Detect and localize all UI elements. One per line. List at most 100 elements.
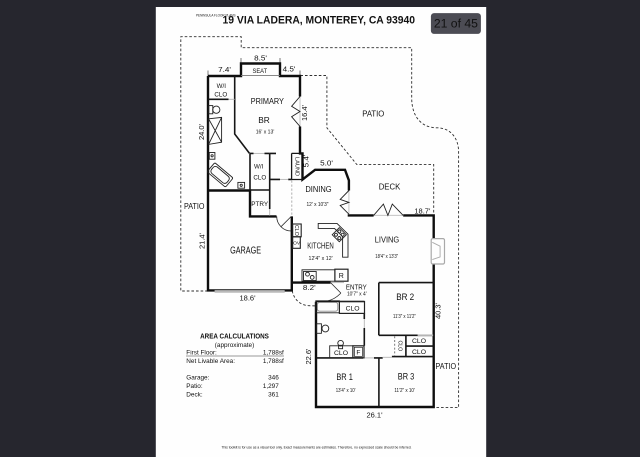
wall-clo2-ptry bbox=[249, 152, 271, 209]
room-entry: ENTRY bbox=[346, 284, 367, 291]
room-br1: BR 1 bbox=[336, 371, 353, 382]
area-row-label-3: Patio: bbox=[186, 383, 203, 390]
area-row-value-4: 361 bbox=[268, 392, 279, 399]
room-furnace: F bbox=[356, 350, 360, 357]
stove-box bbox=[331, 226, 348, 243]
burner4 bbox=[337, 236, 342, 241]
toilet1-bowl bbox=[212, 105, 221, 114]
fireplace-box bbox=[430, 238, 446, 265]
dim-top-left: 7.4' bbox=[218, 67, 231, 74]
dim-br1-w: 22.6' bbox=[306, 349, 313, 365]
burner2 bbox=[340, 232, 345, 237]
room-clo-kitchen: CLO bbox=[293, 225, 299, 236]
sink-bowl1 bbox=[305, 271, 310, 277]
room-br1-dim: 13'4" x 10' bbox=[336, 388, 356, 394]
room-br3-dim: 11'2" x 10' bbox=[394, 388, 415, 394]
dim-top-right: 4.5' bbox=[283, 66, 296, 73]
room-kitchen-dim: 12'4" x 12' bbox=[309, 256, 333, 262]
sink-bowl2 bbox=[309, 275, 315, 280]
entry-clo-box bbox=[338, 300, 366, 314]
window-primary bbox=[290, 96, 301, 127]
wall-bath-e bbox=[233, 76, 251, 154]
wall-laundry bbox=[290, 152, 303, 181]
room-entry-dim: 10'7" x 4' bbox=[347, 292, 367, 298]
room-clo-hall-vert: CLO bbox=[397, 340, 403, 351]
room-deck: DECK bbox=[379, 182, 401, 192]
room-labels: SEAT W/I CLO PRIMARY BR 16' x 13' PATIO … bbox=[184, 68, 456, 394]
room-living: LIVING bbox=[375, 234, 400, 244]
dim-seat: 8.5' bbox=[254, 56, 267, 63]
tub1 bbox=[207, 162, 233, 188]
window-dining bbox=[339, 190, 351, 215]
window-living bbox=[373, 203, 404, 217]
room-wi-clo1-l2: CLO bbox=[214, 92, 227, 99]
fixtures bbox=[207, 105, 446, 359]
dimension-labels: 8.5' 7.4' 4.5' 16.4' 24.0' 5.4' 5.0' 18.… bbox=[199, 56, 442, 420]
room-patio-left: PATIO bbox=[184, 202, 205, 211]
room-dining-dim: 12' x 10'3" bbox=[307, 202, 329, 208]
room-patio-top: PATIO bbox=[362, 109, 384, 118]
windows bbox=[290, 96, 404, 217]
room-wi-clo1-l1: W/I bbox=[217, 83, 227, 90]
outer-boundary-dashed bbox=[180, 36, 460, 409]
area-row-label-4: Deck: bbox=[186, 392, 203, 399]
dim-laundry-s: 5.4' bbox=[304, 155, 311, 168]
sink2-base bbox=[338, 344, 344, 350]
area-row-value-1: 1,788sf bbox=[263, 358, 284, 365]
patio-boundary-dashed bbox=[180, 36, 460, 409]
area-row-value-3: 1,297 bbox=[263, 383, 279, 390]
room-clo-hall-a: CLO bbox=[412, 338, 426, 345]
door-openings bbox=[228, 98, 434, 359]
area-row-label-1: Net Livable Area: bbox=[186, 358, 235, 365]
tub2-inner bbox=[316, 301, 339, 312]
tub1-inner bbox=[210, 165, 230, 184]
room-clo-entry: CLO bbox=[346, 305, 360, 312]
dim-garage-s: 18.6' bbox=[240, 295, 256, 302]
room-primary-l1: PRIMARY bbox=[251, 96, 284, 106]
fridge-box bbox=[334, 268, 349, 282]
garage-entry-door bbox=[276, 216, 292, 232]
linen-knob bbox=[239, 183, 243, 187]
dim-south: 26.1' bbox=[367, 412, 383, 419]
dim-garage-w: 21.4' bbox=[200, 233, 207, 249]
area-row-value-2: 346 bbox=[268, 375, 279, 382]
oven-box bbox=[292, 236, 301, 249]
area-calculations: AREA CALCULATIONS (approximate) First Fl… bbox=[186, 332, 284, 399]
floor-plan-page bbox=[155, 7, 487, 457]
area-calc-title: AREA CALCULATIONS bbox=[200, 332, 269, 341]
dim-living-n: 18.7' bbox=[414, 209, 430, 216]
burner1 bbox=[337, 229, 342, 234]
doors bbox=[276, 216, 342, 302]
wall-dining-corner bbox=[347, 214, 374, 217]
room-wi-clo2-l2: CLO bbox=[253, 174, 266, 181]
tub1-outer bbox=[207, 162, 233, 188]
room-primary-l2: BR bbox=[258, 115, 270, 125]
entry-walk-dashed bbox=[291, 290, 316, 307]
toilet2-bowl bbox=[321, 324, 330, 333]
room-seat: SEAT bbox=[253, 68, 268, 75]
room-clo-hall-b: CLO bbox=[412, 349, 426, 356]
room-oven: OV bbox=[293, 241, 301, 247]
dim-east: 40.3' bbox=[436, 303, 443, 319]
dim-west: 24.0' bbox=[199, 124, 206, 140]
room-wi-clo2-l1: W/I bbox=[254, 163, 264, 170]
burner3 bbox=[334, 232, 338, 237]
photo-counter-label: 21 of 45 bbox=[434, 17, 478, 31]
watermark: PENINSULA FLOOR PLANS bbox=[196, 13, 236, 17]
dim-primary-e: 16.4' bbox=[302, 105, 309, 121]
page-title: 19 VIA LADERA, MONTEREY, CA 93940 bbox=[223, 14, 416, 26]
room-dining: DINING bbox=[305, 184, 331, 194]
room-br3: BR 3 bbox=[398, 371, 415, 382]
area-row-value-0: 1,788sf bbox=[263, 350, 284, 357]
front-door bbox=[327, 282, 342, 302]
room-primary-dim: 16' x 13' bbox=[256, 130, 275, 136]
area-row-label-2: Garage: bbox=[186, 375, 209, 382]
toilet2-tank bbox=[315, 323, 322, 334]
disclaimer: This toolkit is for use as a visual tool… bbox=[222, 444, 412, 449]
bath1-sink bbox=[210, 154, 214, 158]
furnace-box-inner bbox=[354, 346, 363, 357]
area-calc-subtitle: (approximate) bbox=[215, 342, 255, 349]
room-br2: BR 2 bbox=[396, 291, 414, 302]
